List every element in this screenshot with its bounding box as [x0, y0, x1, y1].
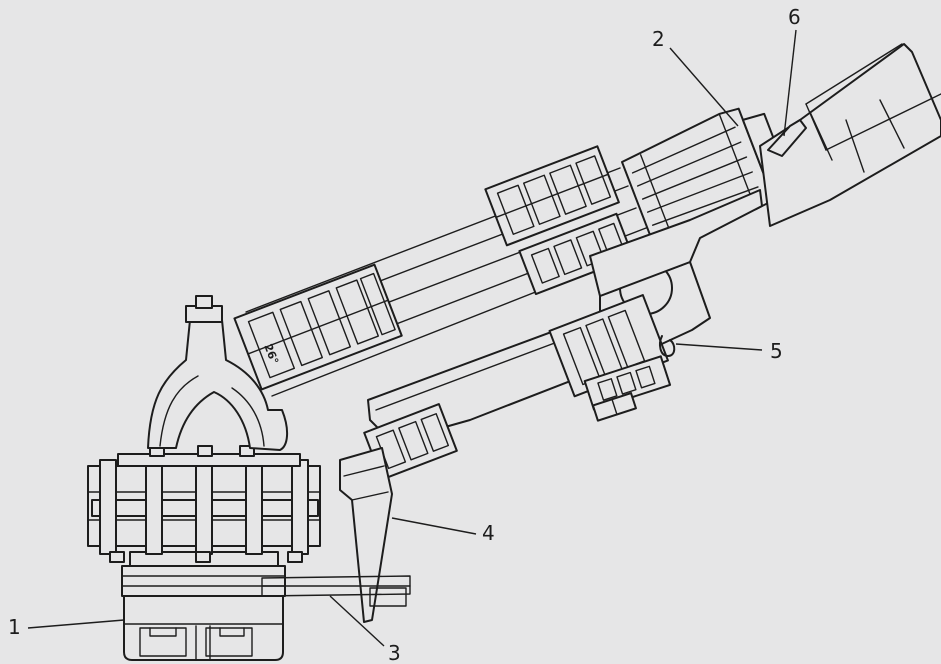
support-rod	[261, 575, 411, 597]
callout-6: 6	[788, 5, 801, 29]
base-assembly	[87, 445, 321, 661]
callout-5: 5	[770, 339, 783, 363]
riser-elbow	[147, 295, 288, 451]
callout-4: 4	[482, 521, 495, 545]
barrel-assembly: 26°	[233, 43, 941, 623]
callouts: 1 2 3 4 5 6	[8, 5, 801, 664]
callout-3: 3	[388, 641, 401, 664]
lever-arm	[339, 447, 393, 623]
latch-ring	[659, 335, 676, 357]
callout-1: 1	[8, 615, 21, 639]
nozzle-outlet	[759, 43, 941, 227]
callout-2: 2	[652, 27, 665, 51]
